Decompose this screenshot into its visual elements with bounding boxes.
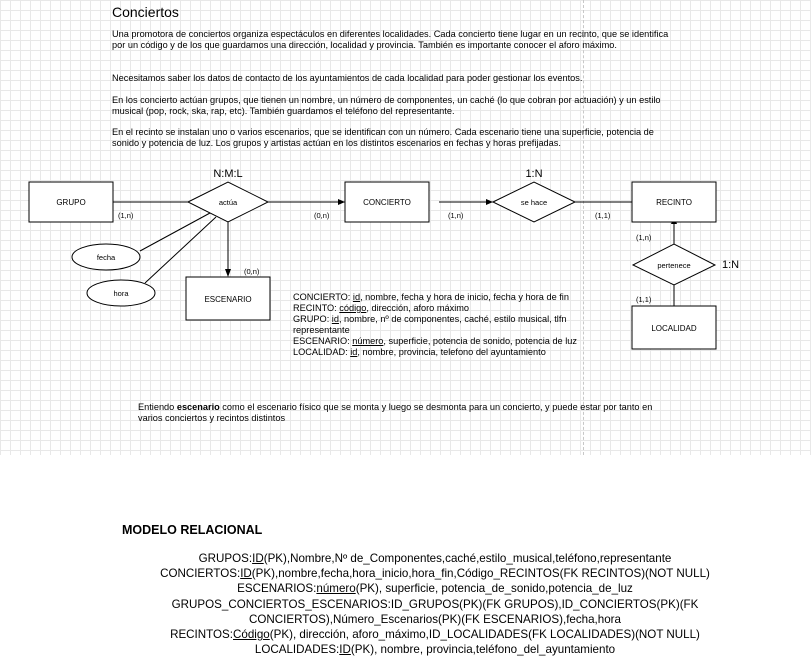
entity-grupo[interactable]: GRUPO xyxy=(28,181,114,223)
relation-escenarios: ESCENARIOS:número(PK), superficie, poten… xyxy=(237,582,633,596)
entity-grupo-label: GRUPO xyxy=(56,198,85,207)
note-text: Entiendo escenario como el escenario fís… xyxy=(138,402,653,423)
paragraph-4: En el recinto se instalan uno o varios e… xyxy=(112,127,654,148)
document-title: Conciertos xyxy=(112,4,179,20)
relational-model-title: MODELO RELACIONAL xyxy=(122,523,263,537)
paragraph-1: Una promotora de conciertos organiza esp… xyxy=(112,29,669,50)
relationship-se-hace-label: se hace xyxy=(521,198,547,207)
relational-model: GRUPOS:ID(PK),Nombre,Nº de_Componentes,c… xyxy=(140,551,730,657)
card-grupo: (1,n) xyxy=(118,211,134,220)
attribute-hora-label: hora xyxy=(113,289,129,298)
relation-grupos-conciertos-1: GRUPOS_CONCIERTOS_ESCENARIOS:ID_GRUPOS(P… xyxy=(171,597,699,611)
relationship-pertenece[interactable]: pertenece xyxy=(631,243,717,286)
attribute-fecha[interactable]: fecha xyxy=(71,243,141,271)
entity-recinto[interactable]: RECINTO xyxy=(631,181,717,223)
page-boundary-line xyxy=(583,0,584,455)
entity-recinto-label: RECINTO xyxy=(656,198,692,207)
relation-grupos: GRUPOS:ID(PK),Nombre,Nº de_Componentes,c… xyxy=(198,552,672,565)
type-se-hace: 1:N xyxy=(525,168,542,180)
diagram-canvas[interactable] xyxy=(0,0,811,455)
relationship-actua[interactable]: actúa xyxy=(186,181,270,223)
card-concierto-actua: (0,n) xyxy=(314,211,330,220)
entity-concierto[interactable]: CONCIERTO xyxy=(344,181,430,223)
relationship-actua-label: actúa xyxy=(219,198,238,207)
relation-recintos: RECINTOS:Código(PK), dirección, aforo_má… xyxy=(170,628,700,642)
entity-escenario-label: ESCENARIO xyxy=(204,295,251,304)
entity-concierto-label: CONCIERTO xyxy=(363,198,411,207)
relation-grupos-conciertos-2: CONCIERTOS),Número_Escenarios(PK)(FK ESC… xyxy=(249,612,621,626)
attrs-concierto: CONCIERTO: id, nombre, fecha y hora de i… xyxy=(293,292,569,302)
attribute-hora[interactable]: hora xyxy=(86,279,156,307)
attrs-localidad: LOCALIDAD: id, nombre, provincia, telefo… xyxy=(293,347,546,357)
card-escenario: (0,n) xyxy=(244,267,260,276)
type-pertenece: 1:N xyxy=(722,259,739,271)
paragraph-3: En los concierto actúan grupos, que tien… xyxy=(112,95,661,116)
arrowhead-sehace xyxy=(486,199,493,205)
edge-actua-fecha xyxy=(139,212,211,252)
type-actua: N:M:L xyxy=(213,168,242,180)
attrs-grupo: GRUPO: id, nombre, nº de componentes, ca… xyxy=(293,314,567,335)
attrs-recinto: RECINTO: código, dirección, aforo máximo xyxy=(293,303,470,313)
attribute-fecha-label: fecha xyxy=(97,253,116,262)
attrs-escenario: ESCENARIO: número, superficie, potencia … xyxy=(293,336,577,346)
er-diagram: GRUPO CONCIERTO RECINTO ESCENARIO LOCALI… xyxy=(28,168,739,350)
card-recinto-pertenece: (1,n) xyxy=(636,233,652,242)
attributes-list: CONCIERTO: id, nombre, fecha y hora de i… xyxy=(293,292,603,358)
entity-localidad-label: LOCALIDAD xyxy=(651,324,697,333)
arrowhead-concierto xyxy=(338,199,345,205)
paragraph-2: Necesitamos saber los datos de contacto … xyxy=(112,73,583,83)
entity-escenario[interactable]: ESCENARIO xyxy=(185,276,271,321)
relationship-pertenece-label: pertenece xyxy=(657,261,690,270)
entity-localidad[interactable]: LOCALIDAD xyxy=(631,305,717,350)
card-localidad: (1,1) xyxy=(636,295,652,304)
arrowhead-escenario xyxy=(225,269,231,277)
edge-actua-hora xyxy=(144,216,217,284)
relation-conciertos: CONCIERTOS:ID(PK),nombre,fecha,hora_inic… xyxy=(160,567,710,581)
card-recinto-sehace: (1,1) xyxy=(595,211,611,220)
card-concierto-sehace: (1,n) xyxy=(448,211,464,220)
relationship-se-hace[interactable]: se hace xyxy=(491,181,577,223)
